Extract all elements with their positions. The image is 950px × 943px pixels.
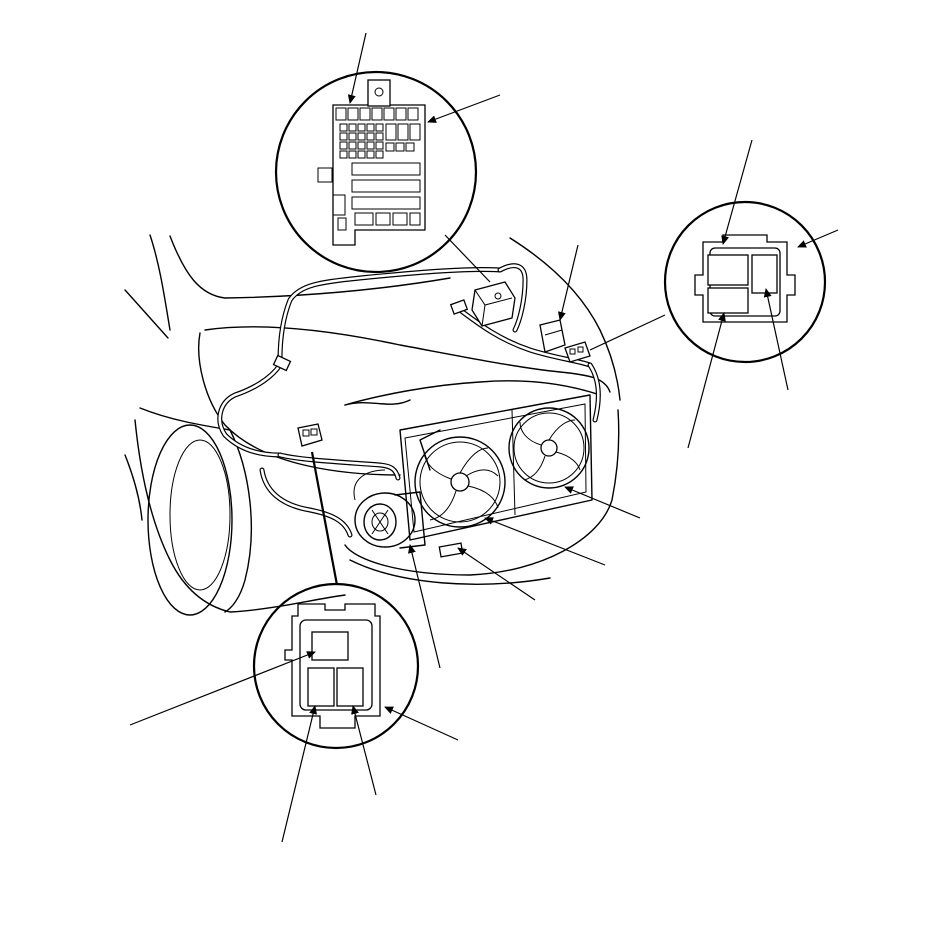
- condenser-fan: [508, 407, 590, 489]
- hood-front-edge: [344, 380, 601, 406]
- relay-box-in-vehicle: [471, 281, 516, 327]
- callout-lines: [129, 32, 839, 843]
- cowl-line: [169, 235, 451, 299]
- wheel-arch-outer: [134, 419, 346, 613]
- leader-lower-left-connector: [310, 451, 339, 586]
- tire-outer: [147, 424, 233, 616]
- connector-on-harness-left: [297, 423, 323, 447]
- vehicle-body: [124, 234, 621, 616]
- radiator-fan: [414, 436, 506, 528]
- inline-connector-rear: [449, 299, 469, 315]
- hood-latch-area: [344, 399, 411, 406]
- bumper-outline: [344, 409, 620, 576]
- wheel-arch-lip: [224, 429, 252, 613]
- door-edge: [124, 454, 143, 521]
- detail-circle-fuse-box: [274, 70, 478, 274]
- connector-right-harness: [564, 341, 591, 363]
- ac-pipe: [419, 429, 441, 471]
- ambient-sensor: [438, 542, 464, 558]
- bumper-lower: [349, 559, 551, 585]
- ac-compressor: [353, 469, 426, 549]
- hood-rear-edge: [204, 326, 611, 393]
- fender-right-edge: [509, 237, 621, 401]
- a-pillar-line: [149, 234, 171, 331]
- detail-circle-lower-left: [252, 582, 420, 750]
- connector-lower-left: [284, 603, 381, 729]
- inline-connector-left: [272, 354, 292, 372]
- tire-inner: [169, 439, 231, 591]
- leader-fuse-box: [444, 234, 491, 283]
- leader-upper-right-connector: [589, 314, 666, 351]
- connector-upper-right: [694, 234, 796, 323]
- bracket-right: [539, 319, 566, 353]
- under-dash-fuse-box: [317, 79, 426, 246]
- a-pillar-edge: [124, 289, 169, 339]
- fender-front-edge: [198, 332, 401, 476]
- wiring-harness: [217, 263, 601, 538]
- detail-circle-upper-right: [663, 200, 827, 364]
